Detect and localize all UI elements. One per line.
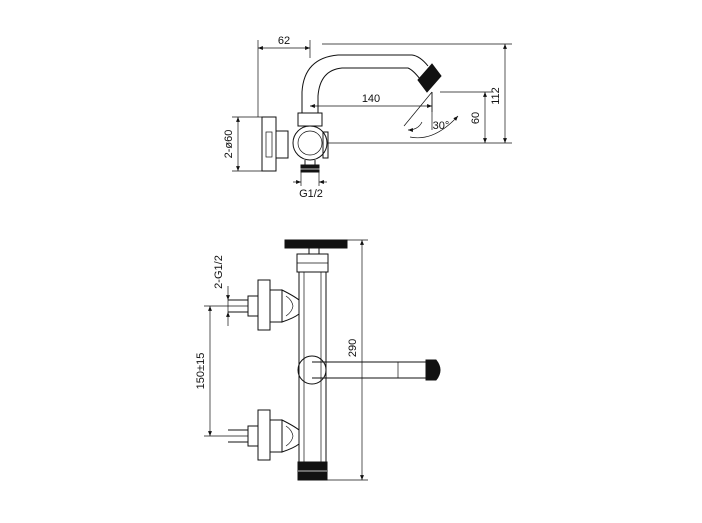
mixer-body [292,112,329,165]
dim-140: 140 [310,92,433,112]
dim-g12: G1/2 [293,172,327,200]
dim-2g12-label: 2-G1/2 [213,255,225,289]
dim-flange: 2-ø60 [223,116,262,172]
dim-112-label: 112 [490,87,502,105]
front-view: 2-G1/2 150±15 290 [195,239,441,481]
dim-flange-label: 2-ø60 [223,130,235,159]
dim-150-label: 150±15 [195,353,207,390]
dim-angle: 30° [403,91,459,139]
dim-g12-label: G1/2 [299,188,323,200]
dim-62: 62 [257,35,311,117]
dim-angle-label: 30° [433,120,450,132]
upper-inlet [228,279,300,331]
dim-60-label: 60 [470,112,482,124]
lower-inlet [228,409,300,461]
inlet-thread [299,164,321,173]
dim-290: 290 [327,239,368,481]
wall-flange [261,116,289,172]
spout-top [301,54,442,113]
spout-front [297,355,441,385]
dim-2g12: 2-G1/2 [213,255,230,326]
top-handle [284,239,348,273]
dim-60: 60 [440,91,492,143]
dim-290-label: 290 [347,339,359,357]
main-body [297,271,328,481]
dim-112: 112 [322,43,512,144]
dim-140-label: 140 [362,93,380,105]
dim-150: 150±15 [195,305,248,437]
dim-62-label: 62 [278,35,290,47]
top-view: 62 140 112 60 30° [223,35,512,200]
